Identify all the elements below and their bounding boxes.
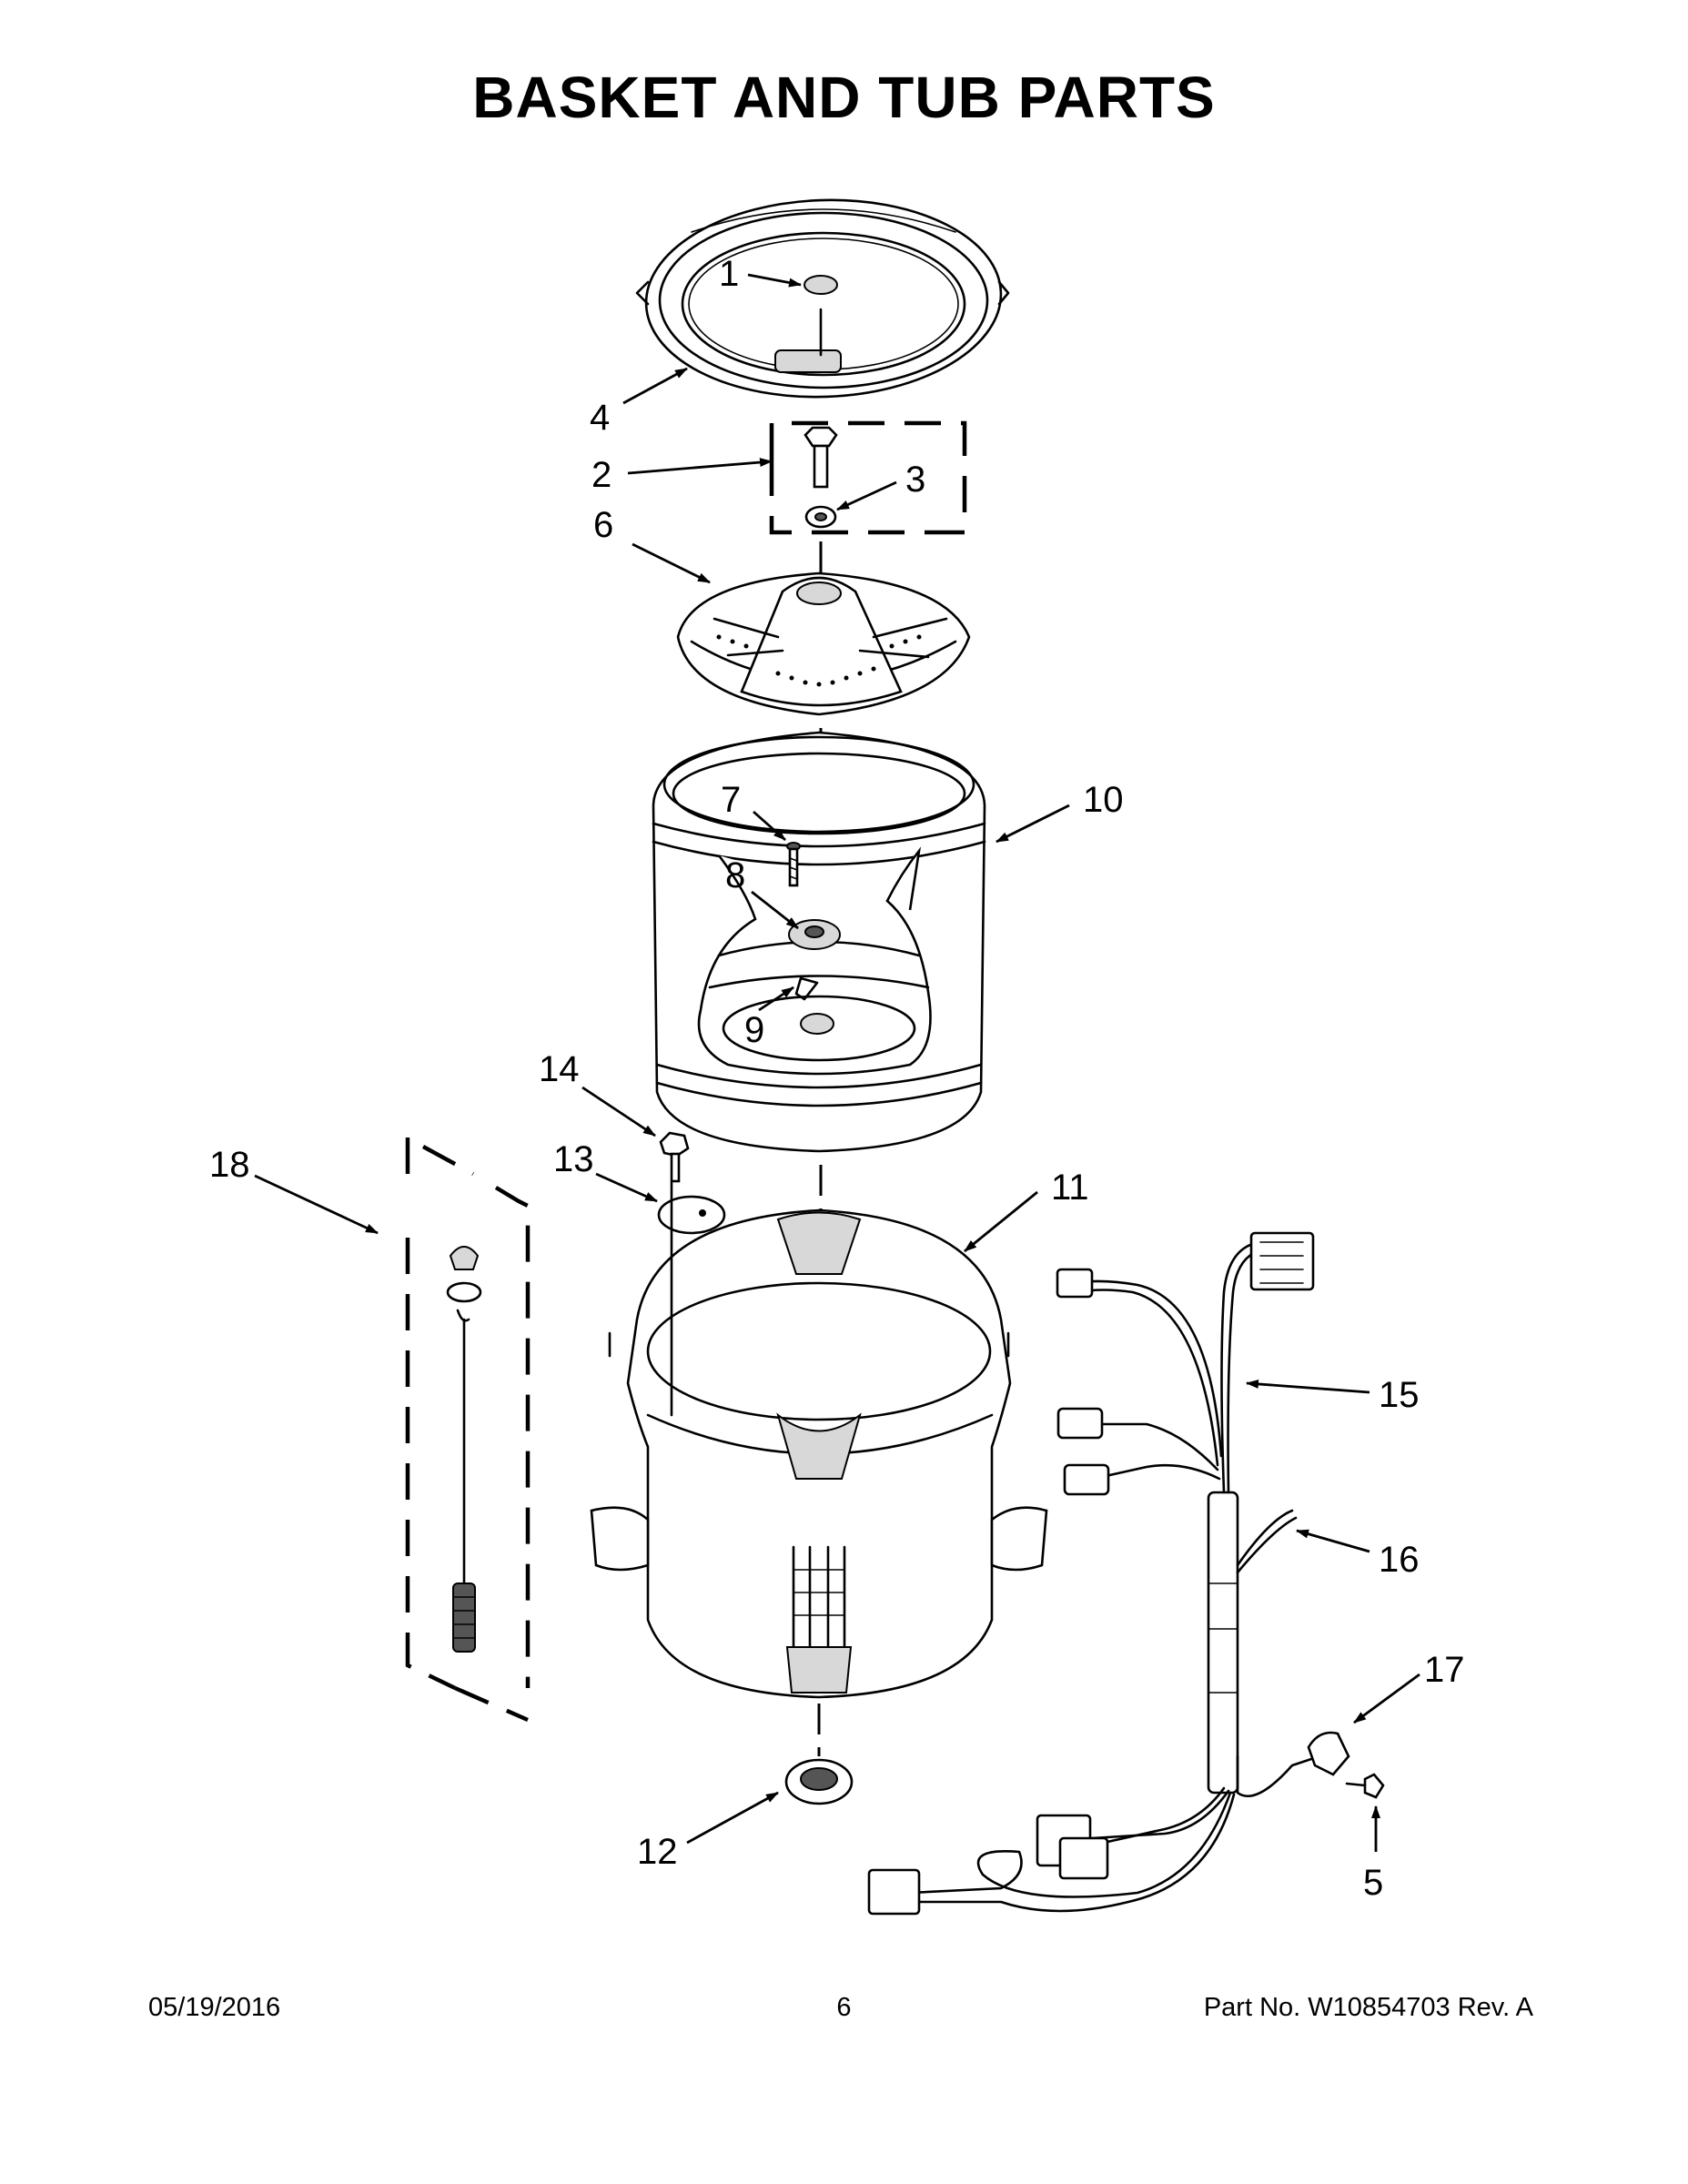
wire-harness-part	[867, 1231, 1385, 1916]
callout-8: 8	[725, 855, 745, 895]
washer-part	[804, 505, 837, 529]
bolt-part	[804, 426, 838, 489]
tub-ring-part	[635, 198, 1010, 399]
callout-10: 10	[1083, 780, 1124, 820]
callout-6: 6	[593, 505, 613, 545]
callout-1: 1	[719, 254, 739, 294]
callout-13: 13	[553, 1139, 594, 1179]
callout-4: 4	[590, 398, 610, 438]
screw-part	[786, 842, 801, 887]
screw-14-part	[659, 1131, 690, 1183]
callout-12: 12	[637, 1832, 678, 1872]
callout-2: 2	[591, 455, 612, 495]
callout-16: 16	[1379, 1540, 1420, 1580]
leader-arrows	[254, 273, 1420, 1852]
footer-page-number: 6	[836, 1993, 852, 2022]
outer-tub-part	[590, 1208, 1048, 1699]
callout-5: 5	[1363, 1863, 1383, 1903]
callout-18: 18	[209, 1145, 250, 1185]
clip-part	[794, 976, 819, 1001]
callout-9: 9	[744, 1010, 764, 1050]
page-title: BASKET AND TUB PARTS	[472, 65, 1216, 130]
footer-date: 05/19/2016	[148, 1993, 281, 2022]
suspension-rod-part	[446, 1246, 482, 1653]
callout-15: 15	[1379, 1375, 1420, 1415]
callout-14: 14	[539, 1049, 580, 1089]
callout-17: 17	[1424, 1650, 1465, 1690]
callout-7: 7	[721, 780, 741, 820]
footer-part-number: Part No. W10854703 Rev. A	[1203, 1993, 1533, 2022]
hub-part	[788, 919, 841, 950]
callout-3: 3	[905, 460, 925, 500]
bracket-13-part	[657, 1195, 726, 1235]
impeller-part	[676, 571, 971, 716]
callout-11: 11	[1051, 1168, 1089, 1208]
seal-part	[784, 1758, 854, 1805]
